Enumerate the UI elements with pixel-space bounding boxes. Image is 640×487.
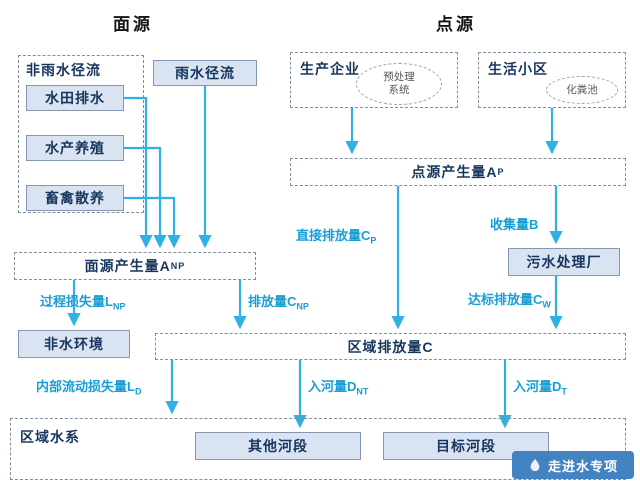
flow-label-inflow-target-sub: T xyxy=(561,386,567,397)
node-point-production-sub: P xyxy=(497,166,505,177)
flow-label-inflow-other: 入河量DNT xyxy=(308,376,368,397)
flow-label-standard-discharge-sub: W xyxy=(542,299,551,310)
group-residential-label: 生活小区 xyxy=(488,61,548,77)
watermark-badge: 走进水专项 xyxy=(512,451,634,479)
node-point-production-label: 点源产生量A xyxy=(411,164,498,180)
box-paddy-drainage: 水田排水 xyxy=(26,85,124,111)
septic-tank-ellipse: 化粪池 xyxy=(546,76,618,104)
title-area-source: 面源 xyxy=(113,15,153,34)
group-enterprise-label: 生产企业 xyxy=(300,61,360,77)
box-aquaculture: 水产养殖 xyxy=(26,135,124,161)
flow-label-direct-discharge: 直接排放量CP xyxy=(296,225,376,246)
node-area-production-label: 面源产生量A xyxy=(84,258,171,274)
flow-label-area-discharge-sub: NP xyxy=(296,301,309,312)
box-wwtp: 污水处理厂 xyxy=(508,248,620,276)
flow-label-collection-text: 收集量B xyxy=(490,217,539,232)
flow-label-area-discharge-text: 排放量C xyxy=(248,294,297,309)
flow-label-inflow-target-text: 入河量D xyxy=(513,379,562,394)
group-residential xyxy=(478,52,626,108)
flow-label-standard-discharge-text: 达标排放量C xyxy=(468,292,543,307)
pretreatment-ellipse: 预处理 系统 xyxy=(356,63,442,105)
box-rain-runoff: 雨水径流 xyxy=(153,60,257,86)
group-water-system-label: 区域水系 xyxy=(20,429,80,445)
pretreatment-label-line1: 预处理 xyxy=(383,71,415,84)
flow-label-direct-discharge-text: 直接排放量C xyxy=(296,228,371,243)
flow-label-internal-loss-text: 内部流动损失量L xyxy=(36,379,135,394)
flow-label-standard-discharge: 达标排放量CW xyxy=(468,289,551,310)
node-area-production-sub: NP xyxy=(170,260,186,271)
flow-label-process-loss-text: 过程损失量L xyxy=(40,294,113,309)
flow-label-internal-loss-sub: D xyxy=(134,386,142,397)
flow-label-inflow-target: 入河量DT xyxy=(513,376,567,397)
group-non-rain-runoff xyxy=(18,55,144,213)
node-regional-discharge-label: 区域排放量C xyxy=(347,338,434,355)
node-regional-discharge: 区域排放量C xyxy=(155,333,626,360)
flow-label-process-loss-sub: NP xyxy=(112,301,126,312)
flow-label-direct-discharge-sub: P xyxy=(370,235,377,246)
flow-label-area-discharge: 排放量CNP xyxy=(248,291,309,312)
watermark-text: 走进水专项 xyxy=(547,458,618,474)
flow-label-collection: 收集量B xyxy=(490,214,538,235)
pretreatment-label-line2: 系统 xyxy=(388,84,410,96)
flow-label-internal-loss: 内部流动损失量LD xyxy=(36,376,141,397)
title-point-source: 点源 xyxy=(436,15,476,34)
water-drop-icon xyxy=(528,458,542,472)
flow-label-inflow-other-text: 入河量D xyxy=(308,379,357,394)
group-water-system xyxy=(10,418,626,480)
box-non-water-env: 非水环境 xyxy=(18,330,130,358)
box-target-reach: 目标河段 xyxy=(383,432,549,460)
group-non-rain-runoff-label: 非雨水径流 xyxy=(26,62,101,78)
flow-label-process-loss: 过程损失量LNP xyxy=(40,291,125,312)
septic-tank-label: 化粪池 xyxy=(566,83,598,96)
box-other-reach: 其他河段 xyxy=(195,432,361,460)
group-enterprise xyxy=(290,52,458,108)
flow-label-inflow-other-sub: NT xyxy=(356,386,369,397)
box-livestock: 畜禽散养 xyxy=(26,185,124,211)
